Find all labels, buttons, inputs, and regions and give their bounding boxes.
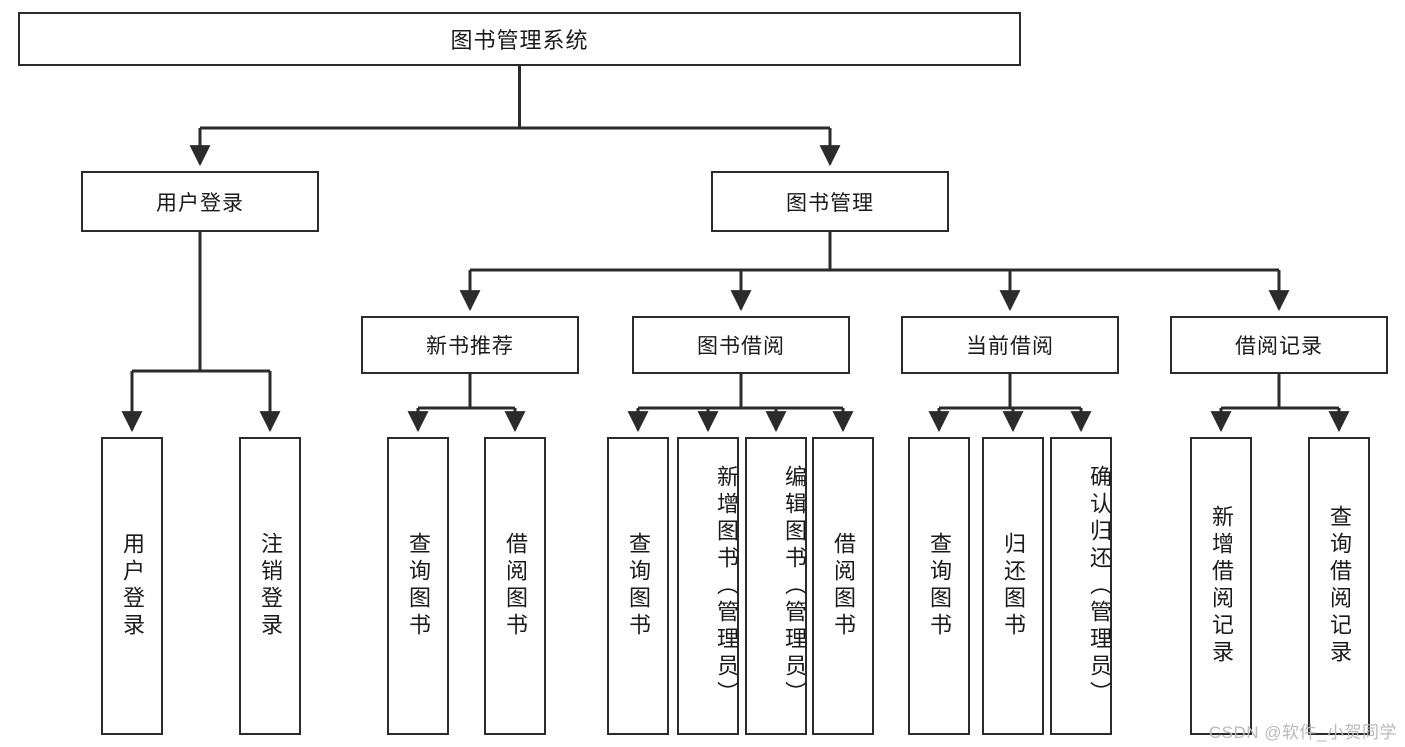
node-leaf-borrow-book-recommend[interactable]: 借阅图书 (484, 437, 546, 735)
node-root[interactable]: 图书管理系统 (18, 12, 1021, 66)
node-leaf-add-borrow-record[interactable]: 新增借阅记录 (1190, 437, 1252, 735)
node-leaf-query-book-borrow[interactable]: 查询图书 (607, 437, 669, 735)
node-leaf-user-login[interactable]: 用户登录 (101, 437, 163, 735)
node-current-borrow[interactable]: 当前借阅 (901, 316, 1119, 374)
node-book-manage[interactable]: 图书管理 (711, 171, 949, 232)
node-leaf-query-book-recommend[interactable]: 查询图书 (387, 437, 449, 735)
node-leaf-edit-book-admin[interactable]: 编辑图书（管理员） (745, 437, 807, 735)
node-leaf-confirm-return-admin[interactable]: 确认归还（管理员） (1050, 437, 1112, 735)
node-leaf-query-borrow-record[interactable]: 查询借阅记录 (1308, 437, 1370, 735)
node-leaf-add-book-admin[interactable]: 新增图书（管理员） (677, 437, 739, 735)
node-book-borrow[interactable]: 图书借阅 (632, 316, 850, 374)
node-leaf-user-logout[interactable]: 注销登录 (239, 437, 301, 735)
node-leaf-return-book[interactable]: 归还图书 (982, 437, 1044, 735)
node-new-book-recommend[interactable]: 新书推荐 (361, 316, 579, 374)
node-user-login[interactable]: 用户登录 (81, 171, 319, 232)
node-borrow-record[interactable]: 借阅记录 (1170, 316, 1388, 374)
watermark: CSDN @软件_小贺同学 (1208, 723, 1397, 742)
node-leaf-query-book-current[interactable]: 查询图书 (908, 437, 970, 735)
node-leaf-borrow-book[interactable]: 借阅图书 (812, 437, 874, 735)
